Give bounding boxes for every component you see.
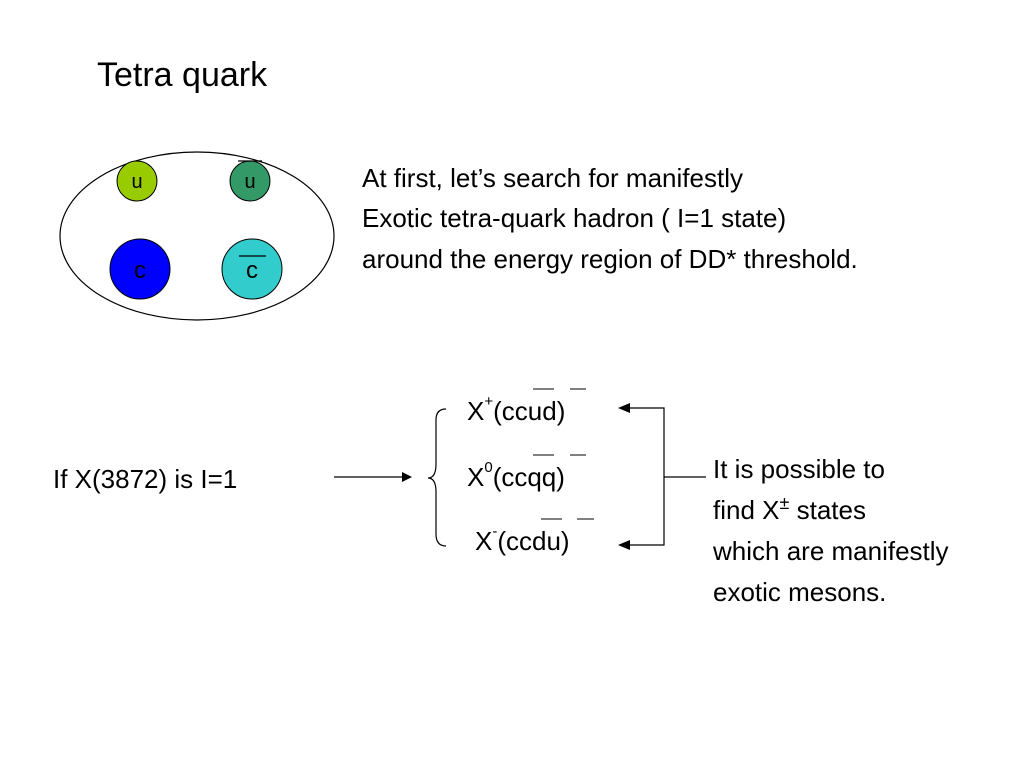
arrowhead-xminus xyxy=(618,540,630,550)
condition-label: If X(3872) is I=1 xyxy=(53,464,238,494)
arrow-to-states xyxy=(334,472,412,482)
description-line-1: At first, let’s search for manifestly xyxy=(362,163,743,193)
note-line-2: find X± states xyxy=(713,493,866,525)
antiquark-u: u xyxy=(229,160,271,202)
antiquark-c: c xyxy=(221,238,283,300)
arrowhead-xplus xyxy=(618,403,630,413)
note-line-4: exotic mesons. xyxy=(713,577,887,607)
description-line-2: Exotic tetra-quark hadron ( I=1 state) xyxy=(362,203,787,233)
note-line-1: It is possible to xyxy=(713,454,885,484)
page-title: Tetra quark xyxy=(97,56,268,94)
state-x-minus: X-(ccdu) xyxy=(475,523,570,556)
quark-c: c xyxy=(109,238,171,300)
curly-brace xyxy=(427,408,447,547)
state-x-zero: X0(ccqq) xyxy=(467,459,565,492)
svg-text:c: c xyxy=(246,257,258,284)
hadron-ellipse xyxy=(59,151,335,321)
svg-text:u: u xyxy=(131,171,142,193)
overbars xyxy=(533,388,594,520)
note-line-3: which are manifestly xyxy=(713,536,949,566)
charged-states-connector xyxy=(622,407,706,546)
description-line-3: around the energy region of DD* threshol… xyxy=(362,244,858,274)
svg-text:u: u xyxy=(244,171,255,193)
plus-minus-symbol: ± xyxy=(779,493,790,513)
svg-text:c: c xyxy=(134,257,146,284)
state-x-plus: X+(ccud) xyxy=(467,393,566,426)
quark-u: u xyxy=(116,160,158,202)
